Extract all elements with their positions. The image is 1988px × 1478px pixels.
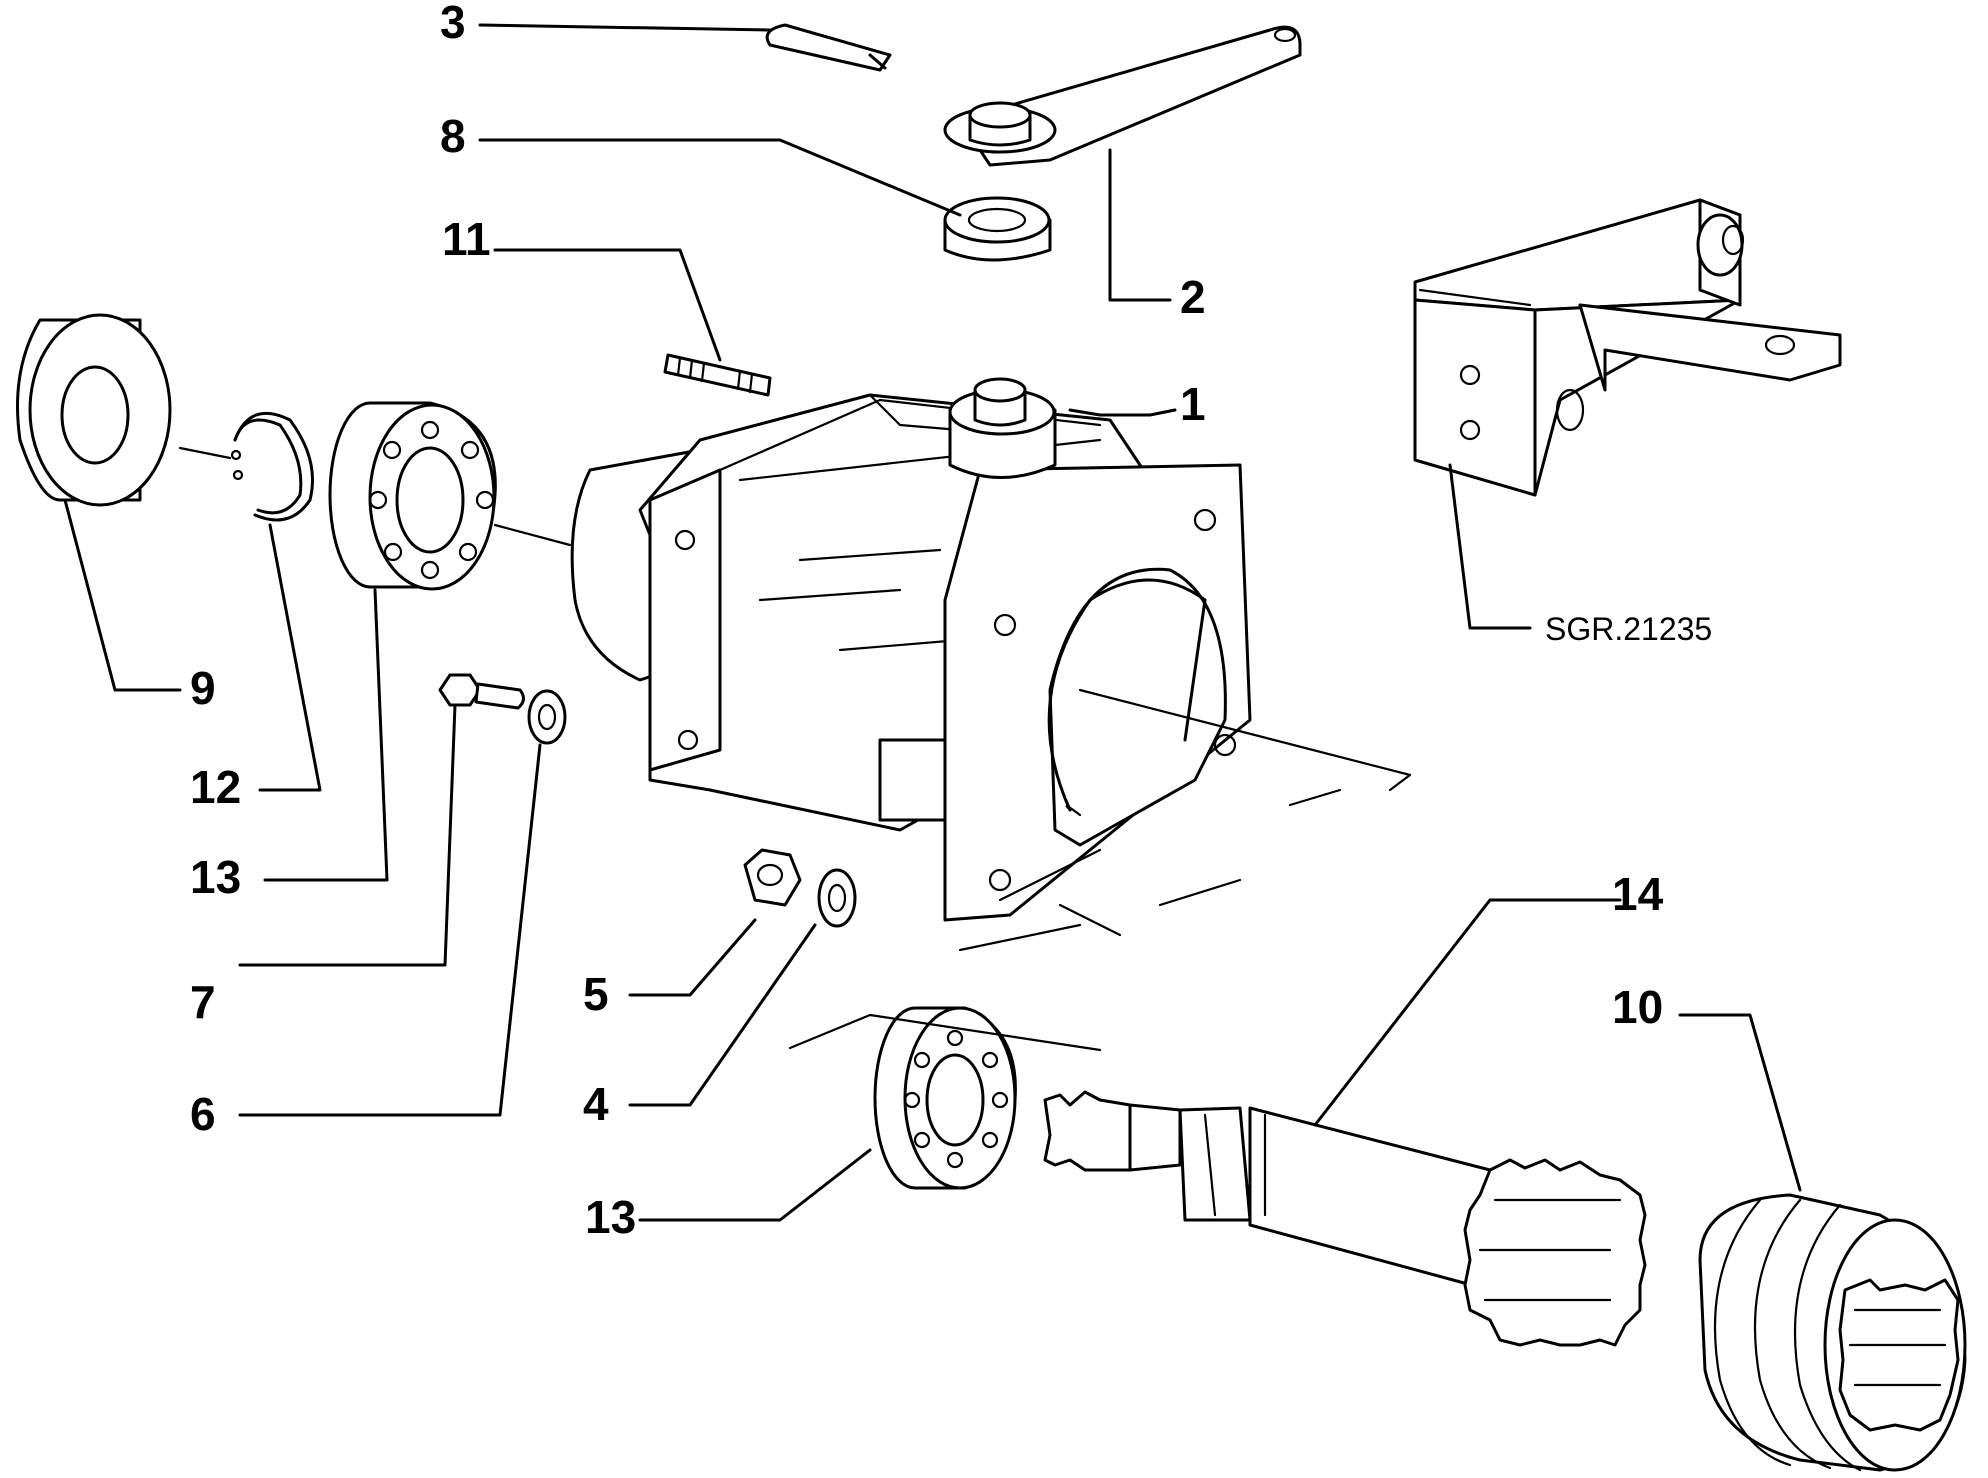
leader-4: [628, 923, 817, 1107]
part-bracket-inset: [1413, 198, 1842, 630]
callout-13-lower: 13: [585, 1191, 636, 1243]
leader-10: [1678, 1013, 1802, 1192]
reference-code: SGR.21235: [1545, 611, 1712, 647]
leader-1: [1068, 408, 1177, 417]
callout-14: 14: [1612, 868, 1664, 920]
part-cotter-pin: [478, 23, 892, 72]
callout-13-upper: 13: [190, 851, 241, 903]
leader-14: [1313, 898, 1622, 1127]
callout-8: 8: [440, 110, 466, 162]
part-housing: [570, 377, 1412, 952]
part-bearing-13a: [263, 401, 572, 882]
leader-sgr: [1448, 463, 1532, 630]
leader-7: [238, 703, 457, 967]
part-stud: [493, 248, 772, 397]
leader-3: [478, 23, 772, 32]
callout-5: 5: [583, 968, 609, 1020]
part-circlip-12: [178, 411, 322, 792]
part-pulley-10: [1678, 1013, 1967, 1472]
leader-11: [493, 248, 722, 362]
part-bushing-8: [478, 138, 1052, 262]
leader-13b: [638, 1148, 872, 1222]
callout-4: 4: [583, 1078, 609, 1130]
callout-1: 1: [1180, 378, 1206, 430]
part-bearing-13b: [638, 1006, 1102, 1222]
callout-11: 11: [442, 213, 491, 265]
callout-labels: 1 2 3 4 5 6 7 8 9 10 11 12 13 13 14 SGR.…: [190, 0, 1712, 1243]
leader-13a: [263, 588, 389, 882]
part-nut-5: [628, 848, 802, 997]
part-shaft-14: [1043, 898, 1647, 1347]
part-lever-arm: [943, 25, 1302, 302]
part-washer-6: [238, 689, 567, 1117]
callout-12: 12: [190, 761, 241, 813]
leader-5: [628, 918, 757, 997]
leader-8: [478, 138, 962, 217]
callout-9: 9: [190, 662, 216, 714]
callout-10: 10: [1612, 981, 1663, 1033]
leader-2: [1108, 148, 1172, 302]
leader-12: [258, 523, 322, 792]
part-washer-4: [628, 868, 857, 1107]
leader-9: [63, 498, 182, 692]
callout-7: 7: [190, 976, 216, 1028]
callout-2: 2: [1180, 271, 1206, 323]
part-seal-9: [16, 313, 182, 692]
part-bolt-7: [238, 673, 525, 967]
callout-3: 3: [440, 0, 466, 48]
leader-6: [238, 743, 542, 1117]
callout-6: 6: [190, 1088, 216, 1140]
